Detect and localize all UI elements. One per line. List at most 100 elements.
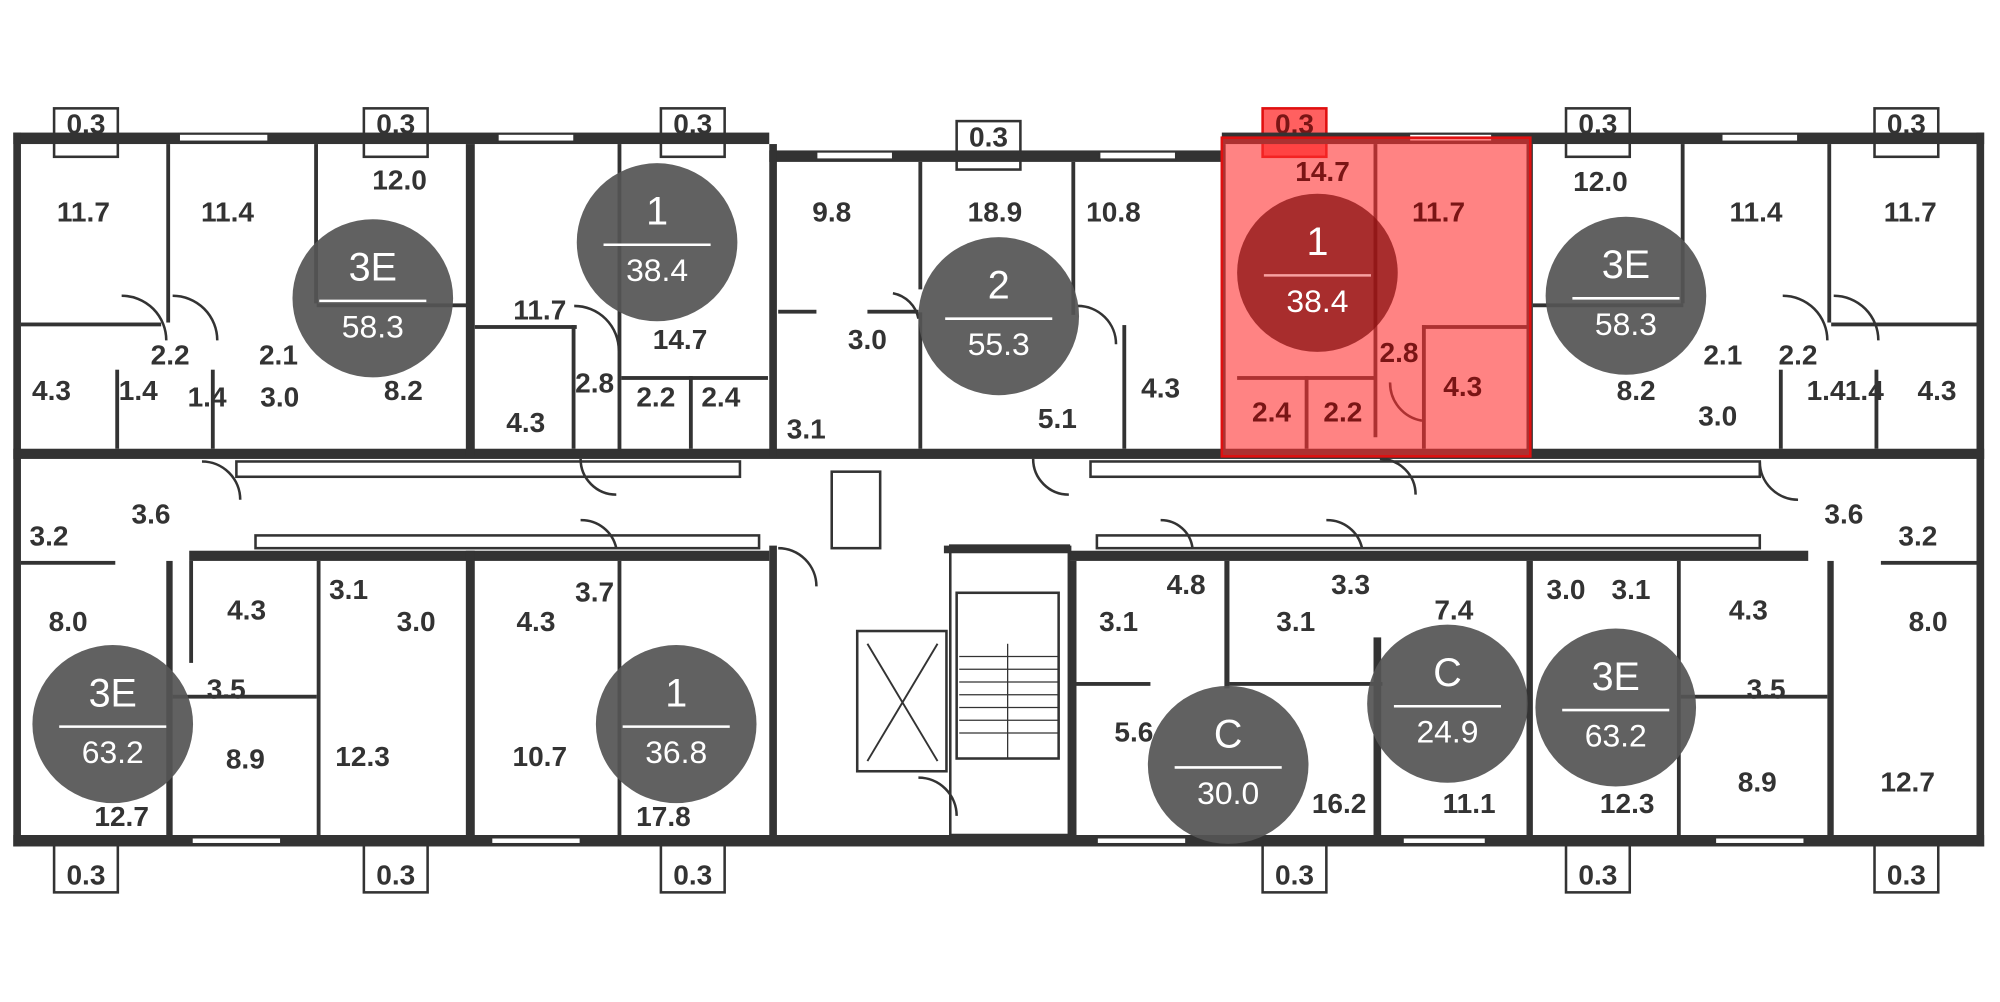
apartment-marker[interactable]: 138.4 bbox=[576, 163, 738, 322]
room-area-label: 3.2 bbox=[1898, 520, 1937, 551]
room-area-label: 5.1 bbox=[1038, 403, 1077, 434]
room-area-label: 3.6 bbox=[1824, 499, 1863, 530]
apartment-type: 3E bbox=[89, 671, 137, 715]
balcony: 0.3 bbox=[1564, 842, 1632, 894]
balcony-area-label: 0.3 bbox=[673, 859, 712, 890]
apartment-marker[interactable]: 3E 63.2 bbox=[32, 645, 194, 804]
apartment-area: 36.8 bbox=[645, 734, 707, 770]
room-area-label: 10.8 bbox=[1086, 197, 1141, 228]
room-area-label: 2.1 bbox=[259, 339, 298, 370]
apartment-circle[interactable] bbox=[1367, 624, 1528, 783]
room-area-label: 3.0 bbox=[848, 324, 887, 355]
room-area-label: 3.1 bbox=[787, 413, 826, 444]
room-area-label: 3.3 bbox=[1331, 569, 1370, 600]
balcony: 0.3 bbox=[1261, 842, 1328, 894]
apartment-circle[interactable] bbox=[1545, 216, 1707, 375]
apartment-circle[interactable] bbox=[292, 219, 454, 378]
room-area-label: 2.4 bbox=[1252, 397, 1291, 428]
room-area-label: 2.2 bbox=[1323, 397, 1362, 428]
apartment-marker[interactable]: C 30.0 bbox=[1147, 685, 1309, 844]
apartment-type: 3E bbox=[1592, 655, 1640, 699]
room-area-label: 11.7 bbox=[57, 197, 110, 228]
room-area-label: 10.7 bbox=[513, 741, 568, 772]
room-area-label: 7.4 bbox=[1434, 594, 1473, 625]
apartment-marker[interactable]: C24.9 bbox=[1367, 624, 1528, 783]
room-area-label: 3.1 bbox=[1612, 574, 1651, 605]
apartment-type: 2 bbox=[988, 264, 1010, 308]
room-area-label: 3.7 bbox=[575, 576, 614, 607]
room-area-label: 1.4 bbox=[119, 375, 158, 406]
room-area-label: 4.3 bbox=[227, 594, 266, 625]
room-area-label: 4.3 bbox=[32, 375, 71, 406]
room-area-label: 9.8 bbox=[812, 197, 851, 228]
room-area-label: 3.2 bbox=[30, 520, 69, 551]
room-area-label: 12.7 bbox=[94, 801, 149, 832]
balcony-area-label: 0.3 bbox=[1578, 859, 1617, 890]
room-area-label: 4.3 bbox=[1918, 375, 1957, 406]
apartment-type: 3E bbox=[1602, 243, 1650, 287]
room-area-label: 8.9 bbox=[1738, 766, 1777, 797]
room-area-label: 3.0 bbox=[397, 606, 436, 637]
room-area-label: 8.2 bbox=[1617, 375, 1656, 406]
apartment-area: 58.3 bbox=[342, 308, 404, 344]
apartment-circle[interactable] bbox=[1535, 628, 1697, 787]
balcony: 0.3 bbox=[659, 842, 726, 894]
room-area-label: 4.3 bbox=[516, 606, 555, 637]
room-area-label: 3.0 bbox=[1547, 574, 1586, 605]
room-area-label: 1.4 bbox=[188, 381, 227, 412]
apartment-circle[interactable] bbox=[32, 645, 194, 804]
apartment-type: C bbox=[1214, 712, 1243, 756]
room-area-label: 2.2 bbox=[1779, 339, 1818, 370]
apartment-area: 55.3 bbox=[968, 326, 1030, 362]
room-area-label: 8.0 bbox=[1909, 606, 1948, 637]
apartment-area: 63.2 bbox=[1585, 718, 1647, 754]
room-area-label: 4.3 bbox=[1141, 372, 1180, 403]
apartment-circle[interactable] bbox=[1237, 193, 1398, 352]
apartment-marker[interactable]: 255.3 bbox=[918, 237, 1080, 396]
apartment-type: 1 bbox=[1306, 220, 1328, 264]
room-area-label: 3.0 bbox=[1698, 401, 1737, 432]
room-area-label: 18.9 bbox=[968, 197, 1023, 228]
room-area-label: 17.8 bbox=[636, 801, 691, 832]
apartment-circle[interactable] bbox=[918, 237, 1080, 396]
apartment-circle[interactable] bbox=[1147, 685, 1309, 844]
room-area-label: 14.7 bbox=[653, 324, 708, 355]
apartment-circle[interactable] bbox=[595, 645, 757, 804]
apartment-area: 63.2 bbox=[82, 734, 144, 770]
apartment-marker[interactable]: 136.8 bbox=[595, 645, 757, 804]
room-area-label: 12.3 bbox=[1600, 788, 1655, 819]
room-area-label: 2.8 bbox=[575, 367, 614, 398]
apartment-type: 3E bbox=[349, 246, 397, 290]
apartment-marker[interactable]: 3E 63.2 bbox=[1535, 628, 1697, 787]
room-area-label: 3.5 bbox=[207, 673, 246, 704]
balcony-area-label: 0.3 bbox=[1275, 859, 1314, 890]
room-area-label: 3.0 bbox=[260, 381, 299, 412]
room-area-label: 1.4 bbox=[1807, 375, 1846, 406]
room-area-label: 2.2 bbox=[636, 381, 675, 412]
room-area-label: 4.8 bbox=[1167, 569, 1206, 600]
room-area-label: 11.4 bbox=[1729, 197, 1782, 228]
apartment-marker[interactable]: 138.4 bbox=[1237, 193, 1398, 352]
room-area-label: 4.3 bbox=[1729, 594, 1768, 625]
room-area-label: 1.4 bbox=[1845, 375, 1884, 406]
apartment-area: 38.4 bbox=[1286, 283, 1348, 319]
room-area-label: 12.0 bbox=[1573, 166, 1628, 197]
apartment-area: 38.4 bbox=[626, 252, 688, 288]
room-area-label: 2.4 bbox=[701, 381, 740, 412]
apartment-area: 30.0 bbox=[1197, 775, 1259, 811]
room-area-label: 3.6 bbox=[131, 499, 170, 530]
room-area-label: 12.3 bbox=[335, 741, 390, 772]
room-area-label: 12.0 bbox=[372, 165, 427, 196]
balcony: 0.3 bbox=[1873, 842, 1940, 894]
balcony: 0.3 bbox=[52, 842, 120, 894]
apartment-circle[interactable] bbox=[576, 163, 738, 322]
balcony-area-label: 0.3 bbox=[1887, 859, 1926, 890]
room-area-label: 8.2 bbox=[384, 375, 423, 406]
apartment-marker[interactable]: 3E 58.3 bbox=[292, 219, 454, 378]
room-area-label: 2.2 bbox=[151, 339, 190, 370]
room-area-label: 3.1 bbox=[1099, 606, 1138, 637]
balcony-area-label: 0.3 bbox=[969, 121, 1008, 152]
